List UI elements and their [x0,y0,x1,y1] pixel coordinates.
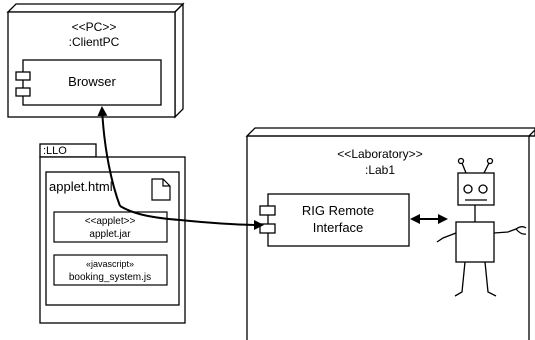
script-stereotype: «javascript» [86,259,134,269]
client-pc-stereotype: <<PC>> [72,20,117,34]
rig-label-line1: RIG Remote [302,203,374,218]
robot-icon [436,157,527,297]
lab-name: :Lab1 [365,163,395,177]
booking-script-box: «javascript» booking_system.js [53,254,168,286]
rig-remote-interface-component: RIG Remote Interface [259,193,410,247]
script-file: booking_system.js [69,272,151,283]
lab-stereotype: <<Laboratory>> [337,147,422,161]
llo-tab-label: :LLO [43,145,67,157]
rig-label-line2: Interface [313,220,364,235]
laboratory-node: <<Laboratory>> :Lab1 [245,127,535,340]
browser-component: Browser [15,59,162,106]
browser-to-rig-connection [97,106,264,230]
component-icon [15,71,31,81]
document-icon [151,178,171,201]
component-icon [259,205,276,216]
browser-label: Browser [68,74,116,89]
applet-stereotype: <<applet>> [85,216,136,227]
client-pc-name: :ClientPC [69,35,120,49]
applet-file: applet.jar [89,229,131,240]
applet-html-label: applet.html [49,179,113,194]
